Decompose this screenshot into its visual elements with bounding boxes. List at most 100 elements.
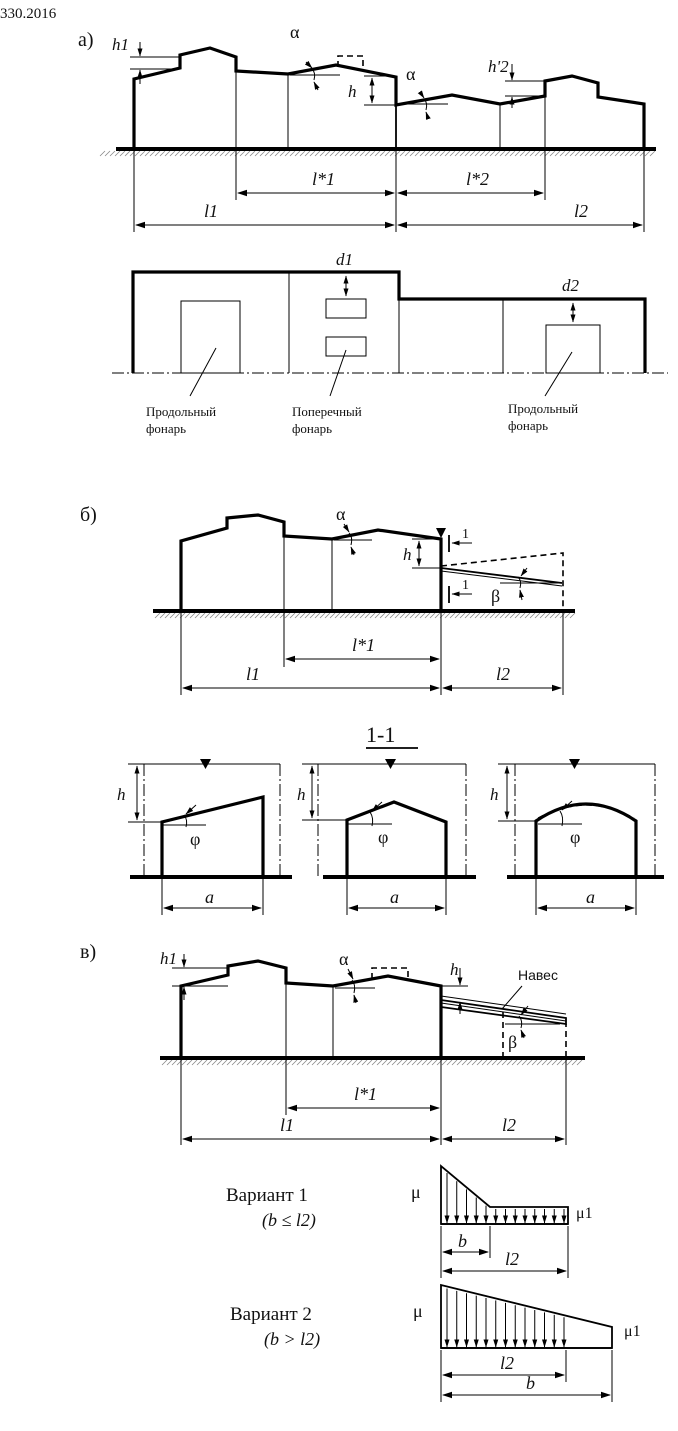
variant-2: Вариант 2 (b > l2) μ μ1 l2 b xyxy=(230,1283,641,1402)
hatch-stroke xyxy=(461,1059,468,1066)
level-marker-b[interactable] xyxy=(436,528,446,538)
hatch-stroke xyxy=(181,1059,188,1066)
cross-section-2: h φ a xyxy=(297,759,476,915)
hatch-stroke xyxy=(464,612,471,619)
hatch-stroke xyxy=(179,150,186,157)
hatch-stroke xyxy=(261,1059,268,1066)
lantern-right-text-1: Продольный xyxy=(508,401,578,416)
hatch-stroke xyxy=(594,150,601,157)
hatch-stroke xyxy=(474,150,481,157)
phi-label-cs1: φ xyxy=(190,829,200,849)
part-a-label: а) xyxy=(78,29,94,51)
hatch-stroke xyxy=(389,150,396,157)
hatch-stroke xyxy=(466,1059,473,1066)
lantern-left-text-1: Продольный xyxy=(146,404,216,419)
l2-label: l2 xyxy=(574,201,588,221)
hatch-stroke xyxy=(199,612,206,619)
hatch-stroke xyxy=(364,612,371,619)
hatch-stroke xyxy=(429,150,436,157)
hatch-stroke xyxy=(171,1059,178,1066)
hatch-stroke xyxy=(486,1059,493,1066)
hatch-stroke xyxy=(496,1059,503,1066)
hatch-stroke xyxy=(201,1059,208,1066)
hatch-stroke xyxy=(484,150,491,157)
lantern-middle-text-1: Поперечный xyxy=(292,404,362,419)
hatch-stroke xyxy=(411,1059,418,1066)
variant-1-title: Вариант 1 xyxy=(226,1185,308,1206)
hatch-stroke xyxy=(589,150,596,157)
hatch-stroke xyxy=(324,150,331,157)
a-label-cs3: a xyxy=(586,887,595,907)
alpha-label-b: α xyxy=(336,504,346,524)
hatch-stroke xyxy=(309,612,316,619)
building-outline xyxy=(132,46,646,149)
building-outline-b xyxy=(179,513,443,611)
hatch-stroke xyxy=(324,612,331,619)
load-diagram-v1 xyxy=(440,1164,569,1225)
hatch-stroke xyxy=(569,612,576,619)
hatch-stroke xyxy=(279,150,286,157)
hatch-stroke xyxy=(241,1059,248,1066)
hatch-stroke xyxy=(506,1059,513,1066)
hatch-stroke xyxy=(184,150,191,157)
hatch-stroke xyxy=(414,612,421,619)
h-label-cs2: h xyxy=(297,785,306,804)
drift-dashed-b xyxy=(440,552,564,611)
hatch-stroke xyxy=(449,150,456,157)
hatch-stroke xyxy=(599,150,606,157)
hatch-stroke xyxy=(649,150,656,157)
hatch-stroke xyxy=(556,1059,563,1066)
hatch-stroke xyxy=(251,1059,258,1066)
hatch-stroke xyxy=(469,150,476,157)
l1-star-label-b: l*1 xyxy=(352,635,375,655)
hatch-stroke xyxy=(186,1059,193,1066)
hatch-stroke xyxy=(504,150,511,157)
hatch-stroke xyxy=(384,150,391,157)
hatch-stroke xyxy=(354,612,361,619)
hatch-stroke xyxy=(316,1059,323,1066)
hatch-stroke xyxy=(154,150,161,157)
hatch-stroke xyxy=(166,1059,173,1066)
hatch-stroke xyxy=(206,1059,213,1066)
hatch-stroke xyxy=(244,150,251,157)
hatch-stroke xyxy=(294,612,301,619)
hatch-stroke xyxy=(409,612,416,619)
hatch-stroke xyxy=(304,612,311,619)
h-label-b: h xyxy=(403,545,412,564)
hatch-stroke xyxy=(376,1059,383,1066)
hatch-stroke xyxy=(246,1059,253,1066)
hatch-stroke xyxy=(109,150,116,157)
hatch-stroke xyxy=(394,612,401,619)
hatch-stroke xyxy=(419,612,426,619)
hatch-stroke xyxy=(339,150,346,157)
hatch-stroke xyxy=(499,150,506,157)
part-b-section: α h 1 1 β l*1 xyxy=(153,504,576,695)
h-label-c: h xyxy=(450,960,459,979)
hatch-stroke xyxy=(434,612,441,619)
hatch-stroke xyxy=(456,1059,463,1066)
hatch-stroke xyxy=(359,612,366,619)
hatch-stroke xyxy=(569,150,576,157)
hatch-stroke xyxy=(104,150,111,157)
hatch-stroke xyxy=(446,1059,453,1066)
hatch-stroke xyxy=(369,612,376,619)
section-title: 1-1 xyxy=(366,722,395,747)
hatch-stroke xyxy=(239,612,246,619)
hatch-stroke xyxy=(434,150,441,157)
hatch-stroke xyxy=(314,150,321,157)
hatch-stroke xyxy=(286,1059,293,1066)
l1-label: l1 xyxy=(204,201,218,221)
hatch-stroke xyxy=(554,150,561,157)
hatch-stroke xyxy=(534,612,541,619)
hatch-stroke xyxy=(514,612,521,619)
hatch-stroke xyxy=(424,612,431,619)
hatch-stroke xyxy=(574,150,581,157)
h-label: h xyxy=(348,82,357,101)
hatch-stroke xyxy=(124,150,131,157)
hatch-stroke xyxy=(609,150,616,157)
hatch-stroke xyxy=(214,612,221,619)
hatch-stroke xyxy=(366,1059,373,1066)
hatch-stroke xyxy=(149,150,156,157)
hatch-stroke xyxy=(564,612,571,619)
hatch-stroke xyxy=(214,150,221,157)
